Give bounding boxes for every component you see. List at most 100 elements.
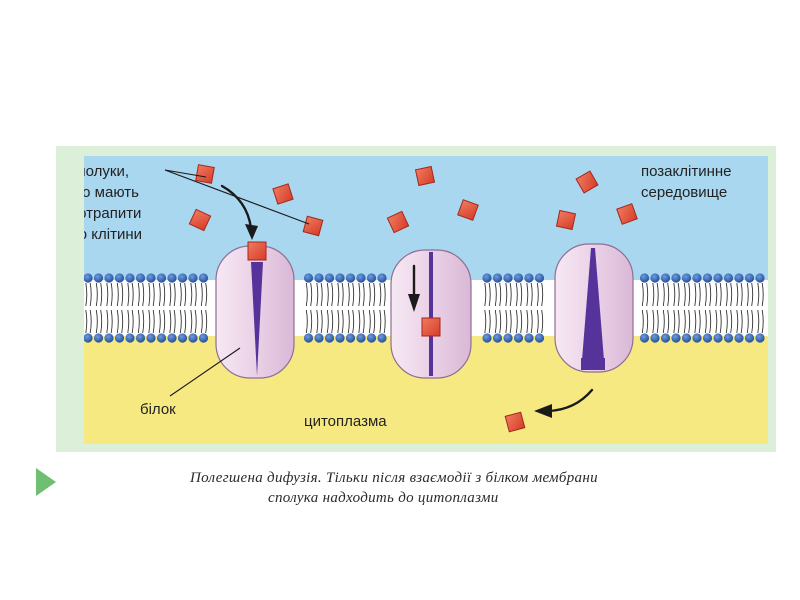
lipid-head bbox=[534, 273, 545, 283]
lipid-head bbox=[482, 273, 492, 283]
lipid-head bbox=[723, 333, 734, 343]
lipid-tail bbox=[152, 309, 155, 334]
lipid-head bbox=[198, 333, 209, 343]
compounds-label-line: сполуки, bbox=[70, 163, 129, 180]
lipid-tail bbox=[337, 282, 340, 307]
lipid-tail bbox=[205, 309, 208, 334]
lipid-tail bbox=[106, 309, 109, 334]
lipid-head bbox=[188, 333, 198, 343]
lipid-tail bbox=[358, 282, 361, 307]
lipid-head bbox=[702, 333, 713, 343]
lipid-tail bbox=[106, 282, 109, 307]
caption-line-1: Полегшена дифузія. Тільки після взаємоді… bbox=[190, 470, 598, 486]
lipid-head bbox=[356, 273, 366, 283]
lipid-tail bbox=[110, 282, 113, 307]
lipid-tail bbox=[656, 309, 659, 334]
lipid-head bbox=[366, 333, 377, 343]
lipid-tail bbox=[121, 309, 124, 334]
lipid-tail bbox=[158, 309, 161, 334]
lipid-head bbox=[734, 333, 744, 343]
lipid-tail bbox=[337, 309, 340, 334]
lipid-head bbox=[734, 273, 744, 283]
lipid-tail bbox=[526, 309, 529, 334]
lipid-head bbox=[492, 273, 503, 283]
extracellular-label: позаклітинне середовище bbox=[641, 163, 736, 201]
lipid-tail bbox=[200, 282, 203, 307]
lipid-tail bbox=[347, 282, 350, 307]
play-triangle-icon[interactable] bbox=[36, 468, 56, 496]
lipid-tail bbox=[725, 309, 728, 334]
caption-line-2: сполука надходить до цитоплазми bbox=[268, 490, 499, 506]
lipid-tail bbox=[110, 309, 113, 334]
extracellular-label-line: середовище bbox=[641, 184, 727, 201]
lipid-tail bbox=[152, 282, 155, 307]
molecule bbox=[272, 183, 294, 205]
lipid-tail bbox=[142, 282, 145, 307]
lipid-tail bbox=[326, 309, 329, 334]
lipid-tail bbox=[89, 282, 92, 307]
arrow-through-channel-head bbox=[408, 294, 420, 312]
membrane-protein-2 bbox=[390, 249, 472, 379]
lipid-tail bbox=[316, 282, 319, 307]
molecules bbox=[188, 164, 638, 433]
compounds-label-line: що мають bbox=[70, 184, 139, 201]
lipid-tail bbox=[310, 309, 313, 334]
lipid-tail bbox=[121, 282, 124, 307]
lipid-tail bbox=[148, 309, 151, 334]
lipid-tail bbox=[190, 309, 193, 334]
lipid-tail bbox=[352, 309, 355, 334]
lipid-head bbox=[114, 273, 125, 283]
lipid-tail bbox=[499, 282, 502, 307]
lipid-tail bbox=[194, 309, 197, 334]
lipid-head bbox=[335, 273, 345, 283]
lipid-head bbox=[93, 273, 104, 283]
lipid-tail bbox=[347, 309, 350, 334]
lipid-tail bbox=[368, 309, 371, 334]
lipid-tail bbox=[719, 309, 722, 334]
membrane-protein-1 bbox=[215, 245, 295, 379]
lipid-tail bbox=[509, 309, 512, 334]
arrow-exiting-head bbox=[534, 404, 552, 418]
lipid-head bbox=[314, 273, 324, 283]
lipid-tail bbox=[169, 309, 172, 334]
lipid-head bbox=[167, 273, 177, 283]
arrow-entering bbox=[220, 184, 253, 230]
lipid-tail bbox=[85, 282, 88, 307]
lipid-tail bbox=[331, 309, 334, 334]
lipid-bilayer bbox=[84, 273, 765, 343]
lipid-tail bbox=[646, 282, 649, 307]
lipid-tail bbox=[100, 282, 103, 307]
lipid-head bbox=[93, 333, 104, 343]
lipid-tail bbox=[715, 309, 718, 334]
lipid-head bbox=[84, 273, 93, 283]
lipid-tail bbox=[761, 309, 764, 334]
lipid-tail bbox=[331, 282, 334, 307]
arrow-entering-head bbox=[245, 224, 258, 240]
lipid-tail bbox=[131, 282, 134, 307]
lipid-tail bbox=[173, 282, 176, 307]
lipid-tail bbox=[320, 282, 323, 307]
lipid-tail bbox=[761, 282, 764, 307]
lipid-tail bbox=[757, 309, 760, 334]
lipid-tail bbox=[505, 309, 508, 334]
arrow-exiting bbox=[546, 388, 594, 413]
lipid-tail bbox=[373, 309, 376, 334]
lipid-head bbox=[167, 333, 177, 343]
lipid-tail bbox=[173, 309, 176, 334]
lipid-tail bbox=[530, 309, 533, 334]
lipid-tail bbox=[656, 282, 659, 307]
figure-caption: Полегшена дифузія. Тільки після взаємоді… bbox=[190, 468, 780, 508]
lipid-tail bbox=[520, 309, 523, 334]
lipid-tail bbox=[751, 282, 754, 307]
lipid-tail bbox=[652, 309, 655, 334]
lipid-head bbox=[713, 333, 723, 343]
lipid-tail bbox=[667, 282, 670, 307]
lipid-head bbox=[681, 273, 692, 283]
lipid-head bbox=[324, 333, 335, 343]
lipid-head bbox=[492, 333, 503, 343]
lipid-tail bbox=[698, 282, 701, 307]
lipid-head bbox=[135, 333, 146, 343]
lipid-tail bbox=[740, 282, 743, 307]
lipid-head bbox=[681, 333, 692, 343]
